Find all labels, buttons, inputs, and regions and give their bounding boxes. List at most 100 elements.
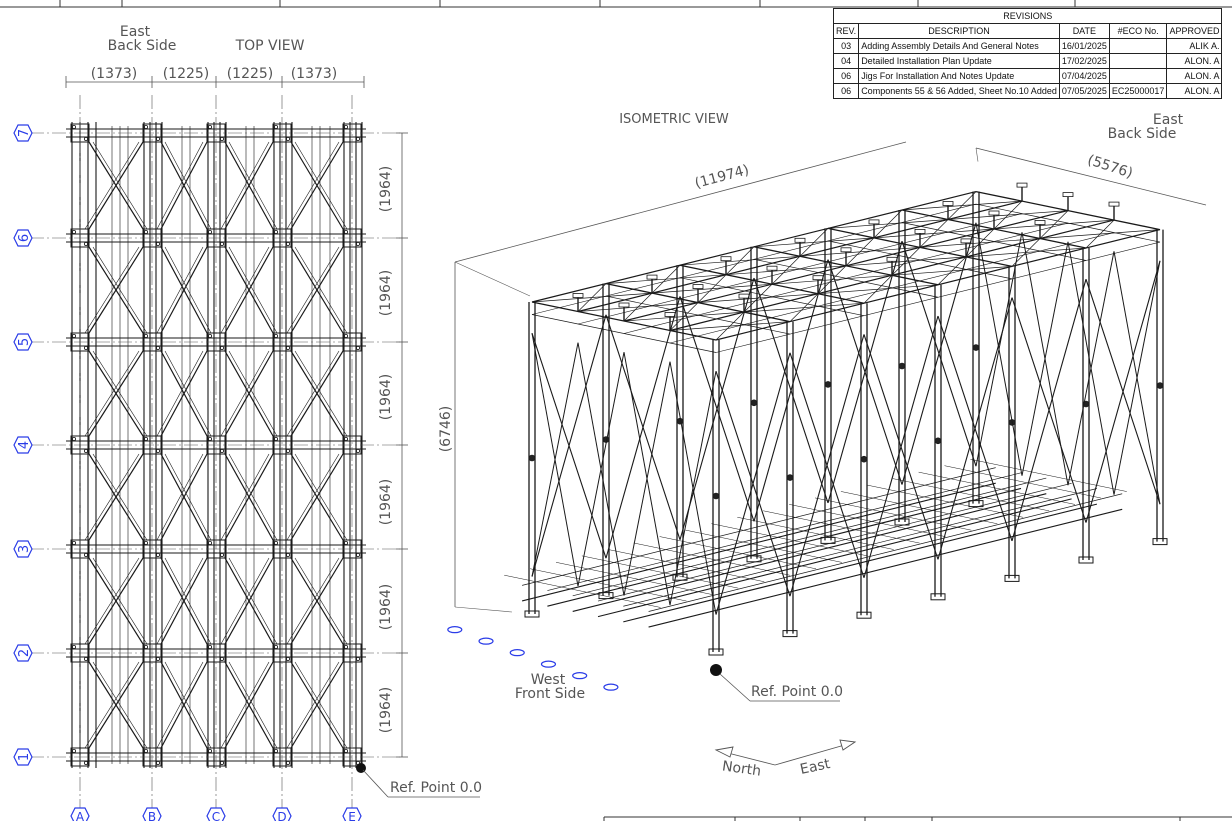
diagonal-brace-edge — [220, 661, 270, 749]
diagonal-brace-edge — [156, 661, 204, 749]
date-header: DATE — [1058, 23, 1110, 39]
approved-cell: ALON. A — [1166, 68, 1223, 84]
bolt — [273, 333, 278, 338]
grid-bubble-column — [70, 807, 90, 821]
diagonal-brace — [290, 350, 344, 437]
bolt — [155, 448, 160, 453]
sheet-top-border — [0, 0, 1232, 8]
diagonal-brace — [290, 246, 344, 334]
footing-plate — [708, 648, 724, 656]
top-view-title: TOP VIEW — [235, 38, 305, 54]
diagonal-brace-edge — [84, 246, 140, 334]
diagonal-brace-edge — [294, 453, 348, 541]
bolt — [143, 125, 148, 130]
bolt — [343, 541, 348, 546]
roof-brace — [799, 247, 921, 257]
bolt — [355, 136, 360, 141]
bolt — [273, 229, 278, 234]
rev-cell: 06 — [832, 83, 860, 99]
conveyor-roller — [504, 574, 661, 608]
lifting-lug — [766, 265, 778, 271]
description-cell: Jigs For Installation And Notes Update — [858, 68, 1060, 84]
diagonal-brace-edge — [164, 661, 212, 749]
floor-grid-marker — [572, 672, 588, 680]
conveyor-roller — [789, 504, 946, 537]
bolt — [72, 436, 77, 441]
conveyor-rail-top — [547, 472, 1022, 591]
diagonal-brace — [290, 557, 344, 645]
bolt — [72, 229, 77, 234]
bolt — [72, 645, 77, 650]
span-dim-2: (1225) — [162, 66, 210, 82]
diagonal-brace-edge — [92, 141, 148, 230]
grid-bubble-column — [272, 807, 292, 821]
span-dim-4: (1373) — [290, 66, 338, 82]
roof-brace — [753, 237, 875, 248]
diagonal-brace-edge — [156, 350, 204, 437]
bolt — [355, 241, 360, 246]
diagonal-brace — [290, 453, 344, 541]
extension-line — [454, 606, 513, 613]
elevation-brace — [901, 241, 977, 467]
diagonal-brace-edge — [294, 246, 348, 334]
iso-ref-point-marker — [710, 664, 722, 676]
top-view-east-label: East — [119, 24, 151, 40]
rev-cell: 03 — [832, 38, 860, 54]
conveyor-roller — [633, 542, 791, 576]
grid-bubble-row — [13, 436, 33, 454]
bolt — [355, 553, 360, 558]
bolt — [285, 241, 290, 246]
lifting-lug — [664, 312, 676, 317]
span-dim-1: (1373) — [90, 66, 138, 82]
date-cell: 16/01/2025 — [1058, 38, 1110, 54]
diagonal-brace-edge — [84, 557, 140, 645]
bolt — [273, 645, 278, 650]
elevation-brace — [605, 314, 681, 540]
lifting-lug — [914, 228, 926, 234]
diagonal-brace-edge — [294, 350, 348, 437]
bolt — [207, 333, 212, 338]
bolt — [219, 241, 224, 246]
iso-view-title: ISOMETRIC VIEW — [619, 112, 729, 127]
diagonal-brace-edge — [294, 557, 348, 645]
conveyor-roller — [737, 516, 894, 550]
diagonal-brace-edge — [220, 350, 270, 437]
bolt — [273, 749, 278, 754]
lifting-lug — [960, 238, 972, 244]
elevation-brace — [753, 277, 829, 504]
column-splice — [972, 344, 980, 351]
bolt — [72, 333, 77, 338]
diagonal-brace — [160, 350, 208, 437]
floor-grid-marker — [478, 637, 494, 645]
floor-grid-marker — [509, 649, 525, 657]
elevation-brace — [1011, 297, 1087, 523]
iso-front-side-label: Front Side — [514, 686, 586, 702]
rev-cell: 06 — [832, 68, 860, 84]
diagonal-brace — [224, 141, 274, 230]
grid-row-label: 6 — [17, 234, 32, 242]
bolt — [285, 345, 290, 350]
bolt — [155, 761, 160, 766]
revision-row: 06 Jigs For Installation And Notes Updat… — [832, 68, 1223, 84]
conveyor-roller — [685, 529, 842, 563]
roof-brace — [669, 321, 791, 331]
conveyor-roller — [892, 478, 1050, 512]
conveyor-roller — [555, 562, 713, 595]
grid-bubble-column — [206, 807, 226, 821]
roof-brace — [919, 238, 1041, 248]
bolt — [355, 657, 360, 662]
conveyor-roller — [814, 497, 972, 531]
bolt — [285, 136, 290, 141]
description-cell: Adding Assembly Details And General Note… — [858, 38, 1060, 54]
bolt — [84, 448, 89, 453]
conveyor-rail — [521, 482, 996, 602]
conveyor-roller — [866, 484, 1024, 518]
floor-grid-marker — [540, 660, 557, 668]
bolt — [219, 345, 224, 350]
diagonal-brace-edge — [286, 350, 340, 437]
description-cell: Detailed Installation Plan Update — [858, 53, 1060, 69]
diagonal-brace — [88, 661, 144, 749]
conveyor-rail — [648, 508, 1123, 628]
bolt — [273, 436, 278, 441]
bolt — [155, 553, 160, 558]
